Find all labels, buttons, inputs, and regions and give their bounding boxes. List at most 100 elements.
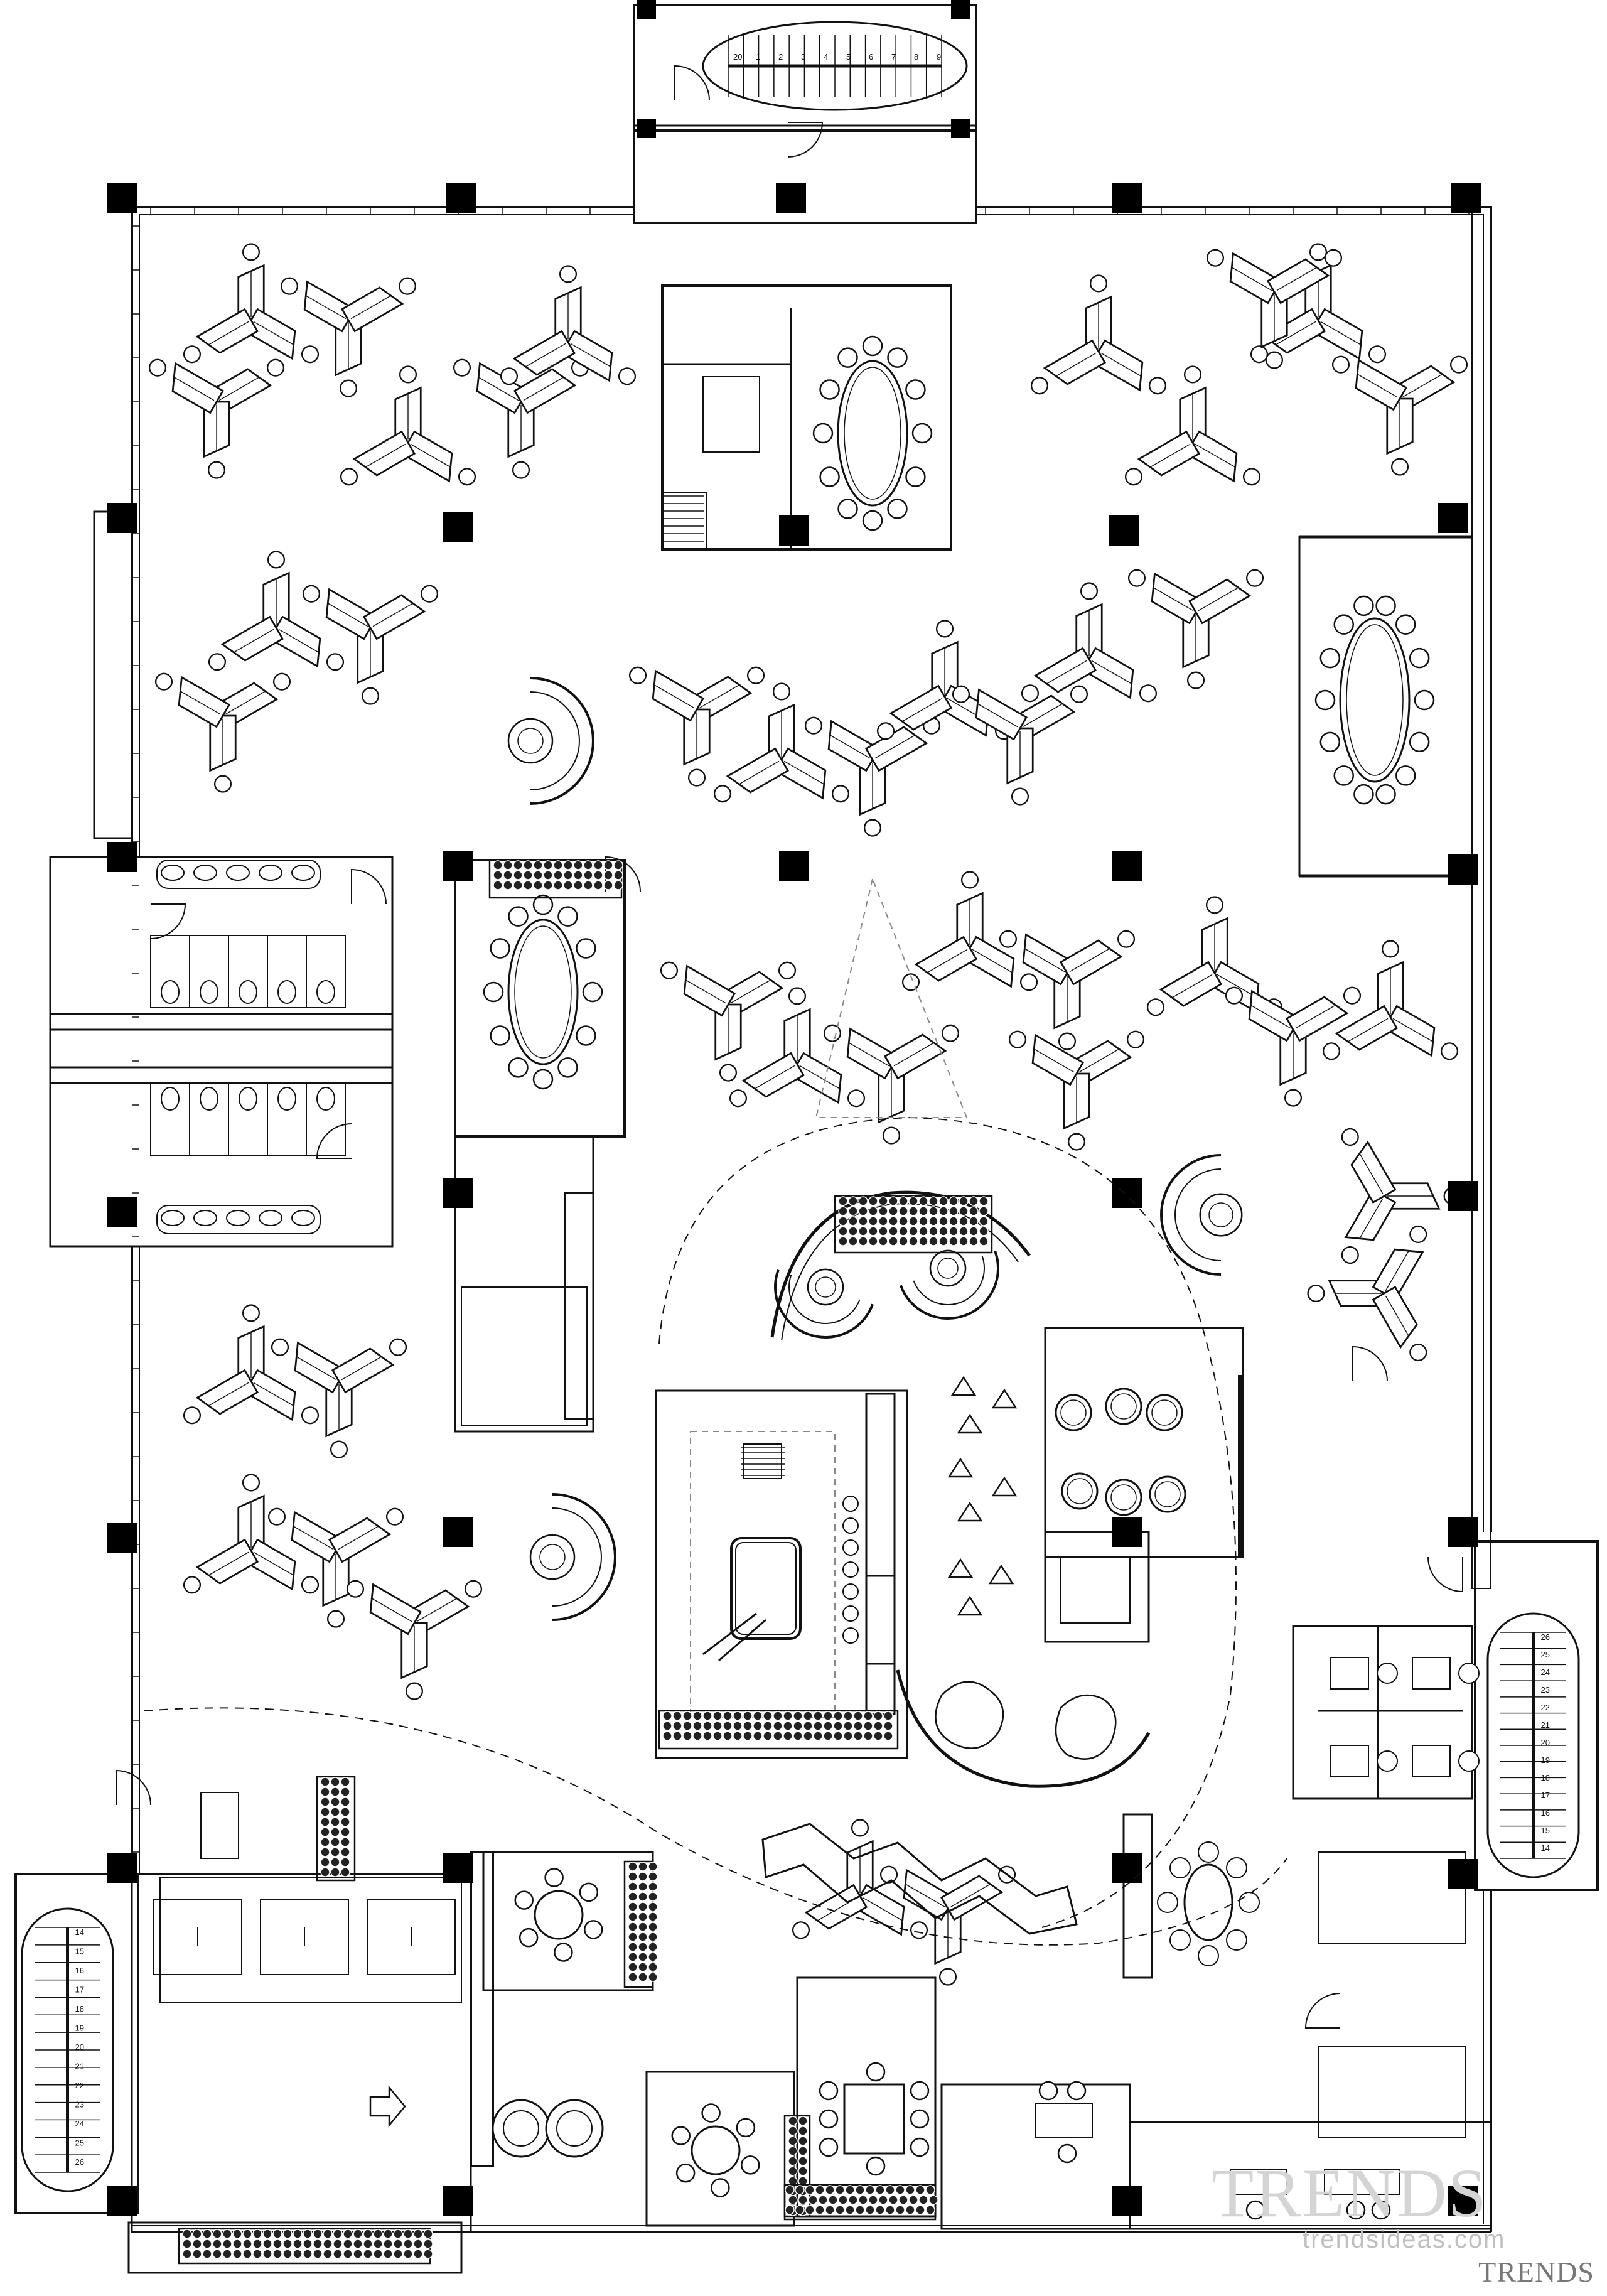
workstation-clusters [148, 243, 1468, 1986]
plant [825, 2185, 835, 2195]
plant [363, 2239, 373, 2249]
desk-divider [253, 321, 294, 345]
chair [1226, 1857, 1247, 1878]
office-chair [941, 1024, 960, 1042]
workstation-arm [1279, 1028, 1307, 1107]
plant [959, 1226, 969, 1236]
desk-surface [889, 684, 953, 731]
plant [320, 1867, 330, 1877]
office-chair [280, 277, 299, 295]
plant [330, 1777, 340, 1787]
kiosk [1044, 1531, 1150, 1643]
plant [853, 1731, 863, 1741]
stair-number: 18 [75, 2004, 84, 2013]
structural-column [1112, 2186, 1142, 2216]
open-office-right [1292, 1625, 1473, 1800]
office-chair [271, 1338, 289, 1356]
meeting-table-top [837, 360, 908, 507]
plant [798, 2166, 808, 2176]
plant [563, 880, 573, 890]
desk-divider [371, 1598, 412, 1622]
chair [532, 1069, 554, 1090]
triangle-stool [991, 1388, 1018, 1409]
bean-sofa [935, 1681, 1004, 1749]
workstation-arm [357, 627, 384, 705]
desk-surface [683, 964, 736, 1017]
workstation-arm [280, 277, 357, 333]
plant [343, 2229, 353, 2239]
office-chair [1067, 1133, 1086, 1151]
desk-divider [293, 1526, 334, 1550]
plant [313, 2239, 323, 2249]
chair [1319, 731, 1341, 753]
plant [343, 2249, 353, 2259]
plant [573, 860, 583, 870]
workstation-arm [1307, 1280, 1385, 1307]
desk-divider [1385, 1250, 1409, 1291]
door-swing [674, 65, 710, 101]
plant [613, 880, 623, 890]
plant [785, 2205, 795, 2215]
office-chair [208, 653, 227, 671]
plant [330, 1807, 340, 1817]
planter-box [488, 859, 623, 899]
plant [648, 1912, 658, 1922]
stair-number: 1 [756, 52, 760, 62]
desk-surface [362, 594, 426, 640]
plant [959, 1216, 969, 1226]
plant [603, 870, 613, 880]
structural-column [1112, 1178, 1142, 1208]
plant [865, 2205, 875, 2215]
workstation-arm [1006, 727, 1034, 806]
plant [583, 860, 593, 870]
plant [613, 860, 623, 870]
foosball-table [743, 1443, 782, 1479]
desk-divider [1046, 660, 1087, 684]
curved-sofa-b [529, 1493, 616, 1621]
plant [573, 880, 583, 890]
plant [979, 1206, 989, 1216]
cue-stick [702, 1612, 757, 1656]
plant [868, 1206, 878, 1216]
workstation-arm [267, 1507, 344, 1563]
plant [638, 1952, 648, 1962]
plant [858, 1236, 868, 1246]
plant [868, 1216, 878, 1226]
plant [692, 1731, 702, 1741]
basin [259, 1210, 282, 1226]
table-inset [844, 367, 901, 500]
chair [1375, 595, 1396, 617]
plant [383, 2229, 393, 2239]
chair [576, 1025, 596, 1046]
workstation-arm [394, 365, 422, 444]
desk-divider [365, 443, 406, 468]
plant [938, 1236, 949, 1246]
workstation-arm [1008, 1030, 1085, 1086]
plant [733, 1711, 743, 1721]
chair [584, 1920, 603, 1939]
desk-divider [523, 377, 564, 401]
plant [788, 2116, 798, 2126]
plant [783, 1721, 793, 1731]
desk [1324, 2169, 1400, 2195]
plant [638, 1972, 648, 1982]
desk-divider [783, 760, 825, 785]
plant [883, 1731, 893, 1741]
stair-number: 3 [801, 52, 805, 62]
plant [638, 1902, 648, 1912]
plant [928, 1216, 938, 1226]
plant [423, 2239, 433, 2249]
office-chair [346, 1580, 365, 1598]
office-chair [935, 620, 954, 638]
plant [898, 2195, 908, 2205]
plant [242, 2249, 252, 2259]
plant [353, 2249, 363, 2259]
desk-divider [225, 691, 266, 715]
plant [712, 1721, 723, 1731]
plant [320, 1827, 330, 1837]
plant [403, 2229, 413, 2239]
workstation-arm [322, 1550, 350, 1628]
plant [403, 2239, 413, 2249]
